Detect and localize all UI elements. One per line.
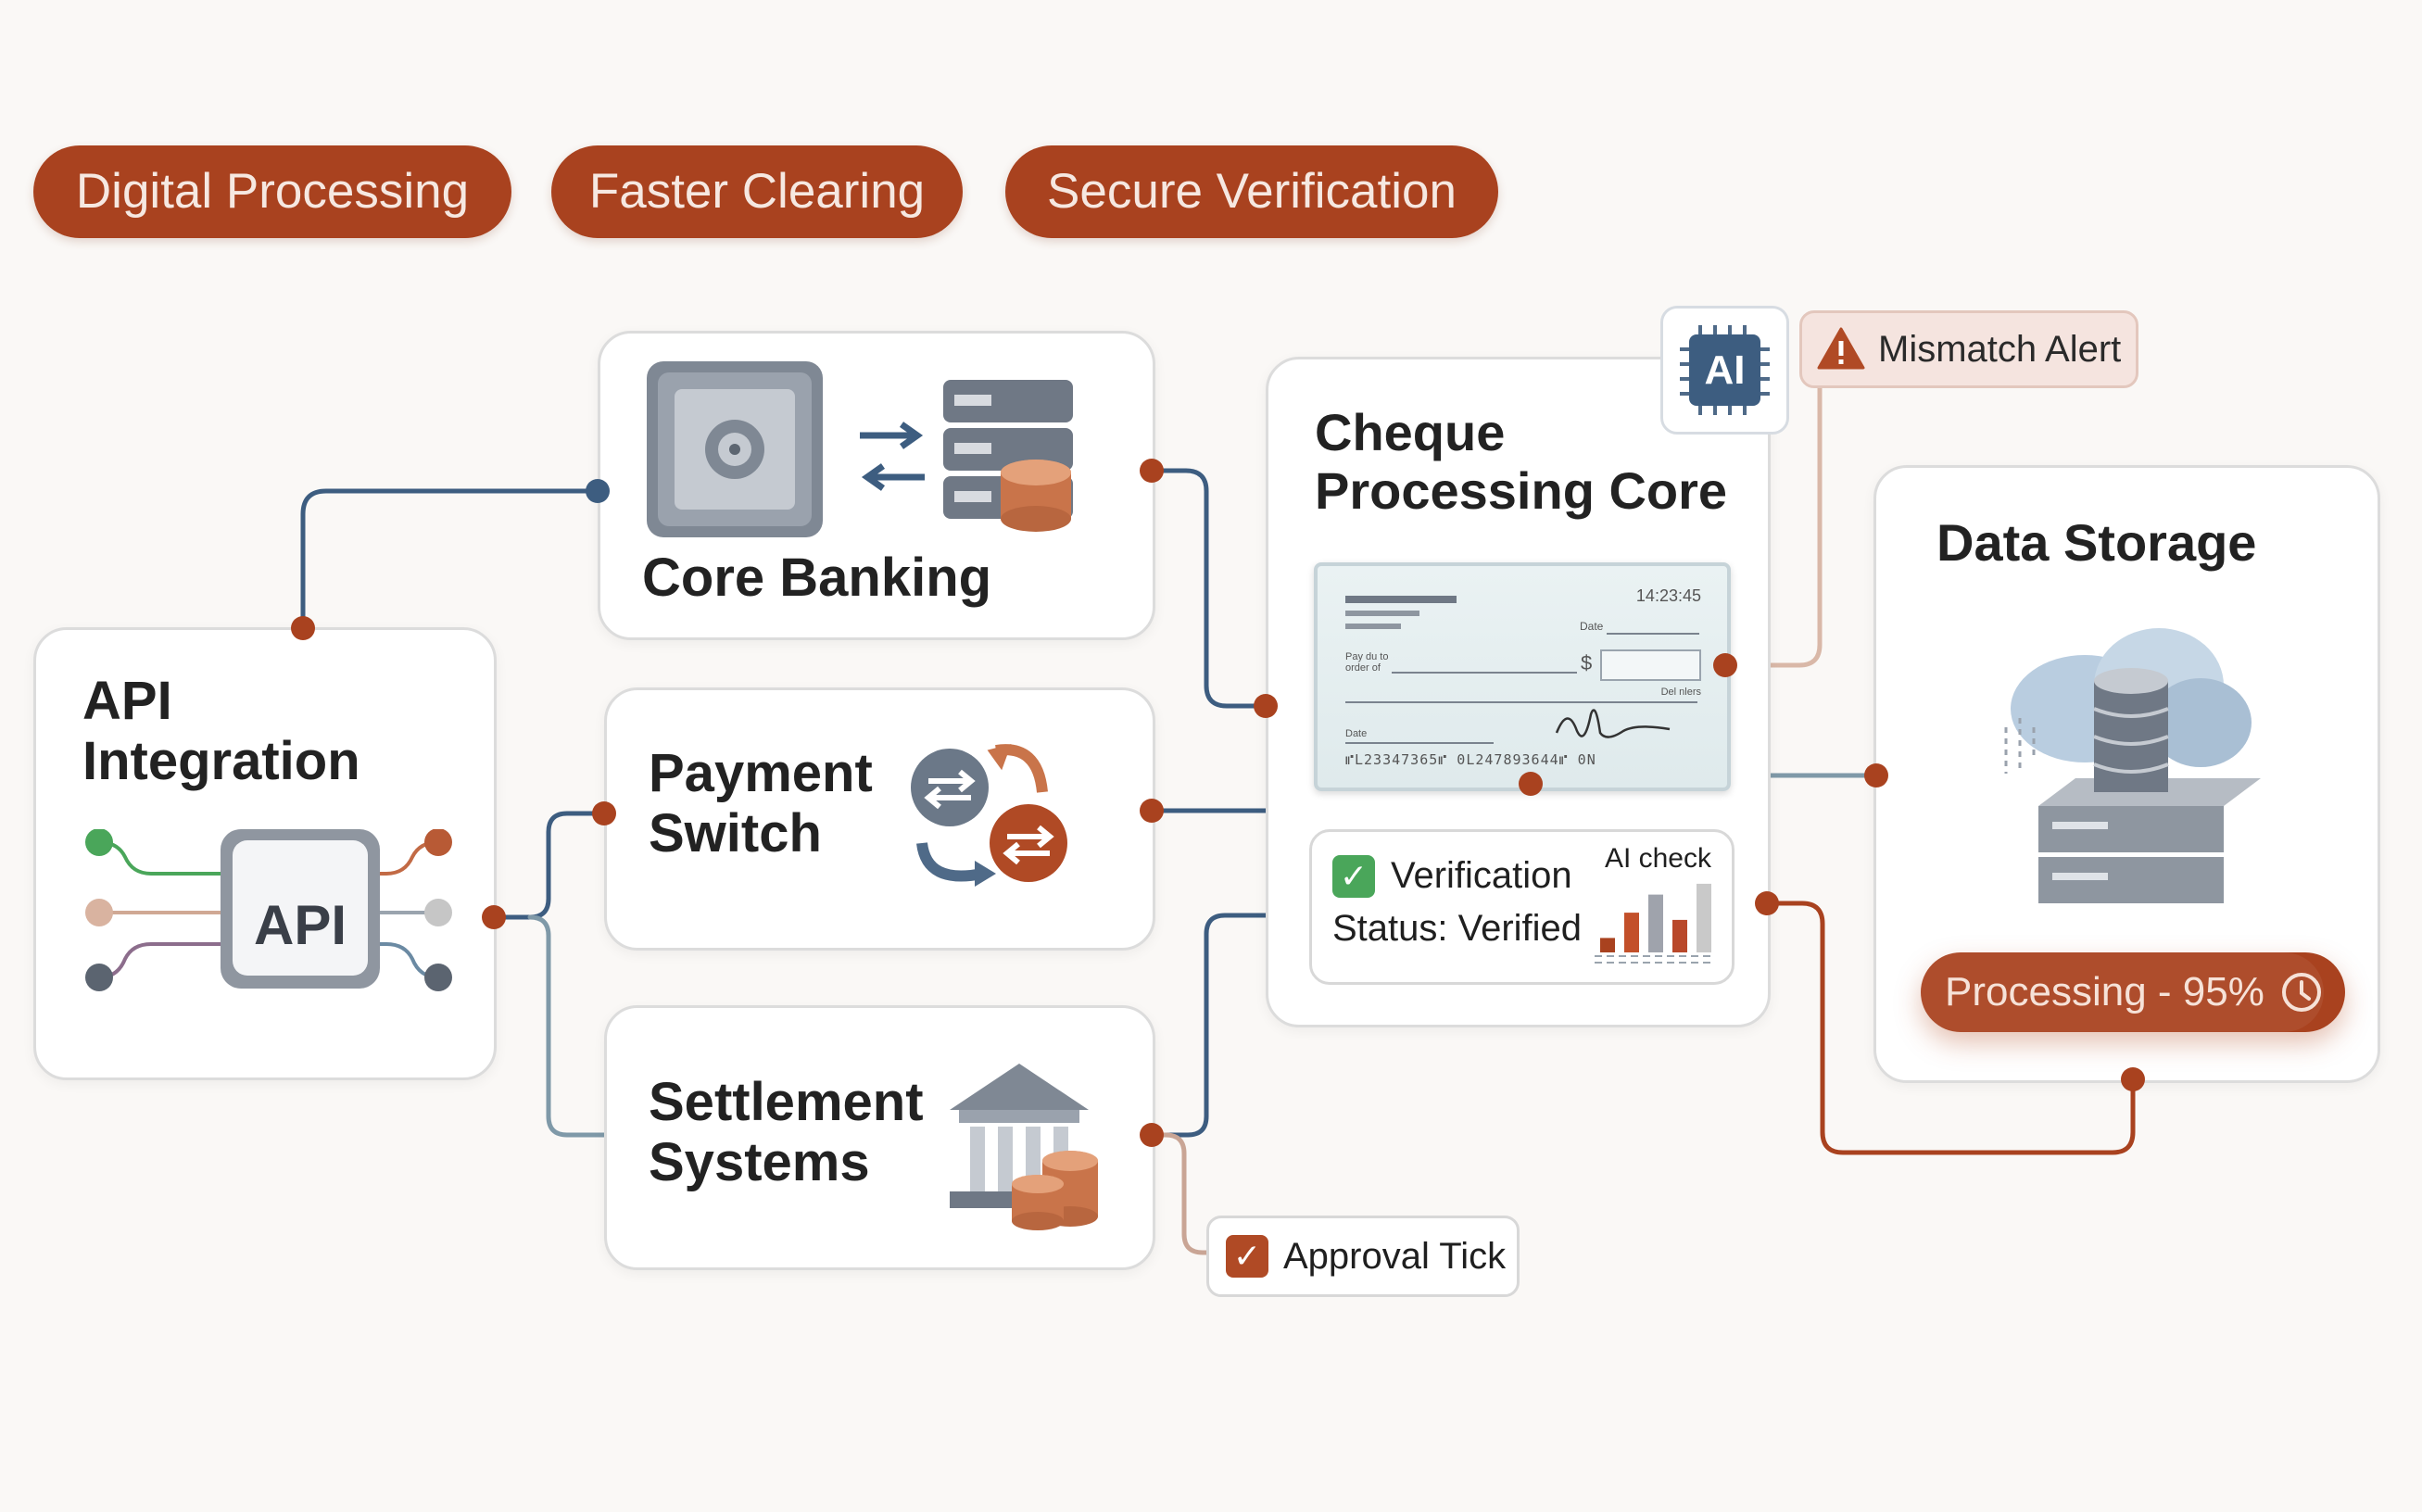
verification-label: Verification xyxy=(1391,855,1572,896)
ai-check-bar xyxy=(1648,894,1663,952)
cheque-core-title: Cheque Processing Core xyxy=(1315,403,1728,520)
cheque-bar-1 xyxy=(1345,596,1457,603)
ai-check-bar-chart xyxy=(1595,883,1715,964)
cheque-date-line xyxy=(1607,633,1699,635)
connector-dot-cheque-core-right xyxy=(1755,891,1779,915)
connector-dot-api-top xyxy=(291,616,315,640)
cheque-amount-box xyxy=(1600,649,1701,681)
ai-check-baseline xyxy=(1595,955,1715,964)
cheque-bar-3 xyxy=(1345,624,1401,629)
cheque-date-label-2: Date xyxy=(1345,728,1368,739)
cheque-bar-2 xyxy=(1345,611,1419,616)
pill-digital-processing: Digital Processing xyxy=(33,145,511,238)
ai-check-bar xyxy=(1672,919,1687,952)
approval-tick-badge: ✓ Approval Tick xyxy=(1206,1216,1520,1297)
api-integration-card: API Integration API xyxy=(33,627,497,1080)
payment-switch-card: Payment Switch xyxy=(604,687,1155,951)
ai-chip-label: AI xyxy=(1704,347,1746,393)
settlement-systems-card: Settlement Systems xyxy=(604,1005,1155,1270)
ai-check-bar xyxy=(1624,913,1639,952)
cheque-pay-label-line2: order of xyxy=(1345,662,1381,674)
cheque-pay-label-line1: Pay du to xyxy=(1345,651,1389,662)
processing-progress-pill: Processing - 95% xyxy=(1921,952,2345,1032)
switch-arrows-icon xyxy=(911,744,1067,887)
verification-status: Status: Verified xyxy=(1332,908,1583,949)
cheque-time: 14:23:45 xyxy=(1635,586,1701,605)
core-banking-title: Core Banking xyxy=(642,548,992,608)
api-integration-title-line1: API xyxy=(82,671,172,731)
cheque-payee-line xyxy=(1392,672,1577,674)
ai-check-label: AI check xyxy=(1604,843,1711,874)
pill-faster-clearing: Faster Clearing xyxy=(551,145,963,238)
ai-check-bar xyxy=(1697,883,1711,952)
ai-chip-icon xyxy=(1680,325,1770,415)
vault-server-icon xyxy=(647,361,1073,537)
bank-building-icon xyxy=(950,1064,1098,1230)
cloud-database-icon xyxy=(2004,628,2261,903)
ai-check-bar xyxy=(1600,938,1615,952)
cheque-pay-label: Pay du to order of xyxy=(1345,651,1388,674)
approval-tick-label: Approval Tick xyxy=(1283,1236,1507,1277)
settlement-title-line2: Systems xyxy=(649,1131,870,1192)
ai-chip-badge: AI xyxy=(1660,306,1789,435)
cheque-signature xyxy=(1555,709,1671,738)
processing-progress-label: Processing - 95% xyxy=(1945,969,2264,1014)
api-integration-title-line2: Integration xyxy=(82,730,360,791)
approval-check-icon: ✓ xyxy=(1226,1235,1268,1278)
cheque-dollars-line xyxy=(1345,701,1697,703)
cheque-date-label: Date xyxy=(1580,620,1604,633)
connector-dot-core-banking-right xyxy=(1140,459,1164,483)
processing-progress-fill xyxy=(1921,952,2325,1032)
api-chip-label: API xyxy=(253,894,347,956)
settlement-systems-title: Settlement Systems xyxy=(649,1072,924,1193)
pill-secure-verification: Secure Verification xyxy=(1005,145,1498,238)
connector-dot-cheque-bottom xyxy=(1519,772,1543,796)
settlement-title-line1: Settlement xyxy=(649,1072,924,1132)
cheque-dollars-label: Del nlers xyxy=(1660,687,1701,698)
payment-switch-title-line1: Payment xyxy=(649,743,873,803)
cheque-core-title-line1: Cheque xyxy=(1315,403,1506,461)
verified-check-icon: ✓ xyxy=(1332,855,1375,898)
cheque-image: 14:23:45 Date Pay du to order of $ Del n… xyxy=(1314,562,1731,791)
connector-dot-core-banking-left xyxy=(586,479,610,503)
cheque-date-line-2 xyxy=(1345,742,1494,744)
mismatch-alert: Mismatch Alert xyxy=(1799,310,2138,388)
payment-switch-title-line2: Switch xyxy=(649,802,822,863)
verification-panel: ✓ Verification Status: Verified AI check xyxy=(1309,829,1735,985)
connector-dot-settlement-right xyxy=(1140,1123,1164,1147)
connector-dot-payment-left xyxy=(592,801,616,825)
cheque-core-title-line2: Processing Core xyxy=(1315,460,1728,520)
cheque-micr-line: ⑈L23347365⑈ 0L247893644⑈ 0N xyxy=(1345,751,1596,768)
connector-dot-payment-right xyxy=(1140,799,1164,823)
core-banking-card: Core Banking xyxy=(598,331,1155,640)
api-integration-title: API Integration xyxy=(82,671,360,792)
data-storage-card: Data Storage Processing - 95% xyxy=(1873,465,2380,1083)
payment-switch-title: Payment Switch xyxy=(649,743,873,864)
cheque-currency: $ xyxy=(1581,651,1593,674)
warning-icon xyxy=(1817,327,1865,370)
mismatch-alert-label: Mismatch Alert xyxy=(1878,329,2122,370)
connector-dot-cheque-core-left xyxy=(1254,694,1278,718)
connector-dot-storage-bottom xyxy=(2121,1067,2145,1091)
connector-dot-storage-left xyxy=(1864,763,1888,788)
data-storage-title: Data Storage xyxy=(1936,513,2257,572)
api-chip-icon xyxy=(85,829,452,991)
clock-icon xyxy=(2282,973,2321,1012)
connector-dot-api-right xyxy=(482,905,506,929)
connector-dot-cheque-right xyxy=(1713,653,1737,677)
